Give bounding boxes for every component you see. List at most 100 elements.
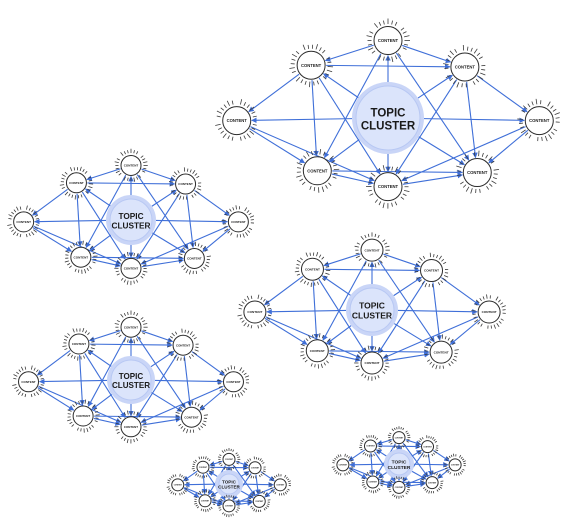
connection-line	[328, 139, 360, 163]
content-label: CONTENT	[231, 220, 246, 224]
content-node: CONTENT	[517, 98, 560, 142]
content-node: CONTENT	[114, 251, 148, 286]
connection-line	[266, 308, 347, 315]
content-node: CONTENT	[443, 453, 466, 476]
connection-line	[91, 259, 121, 268]
content-node: CONTENT	[366, 18, 410, 63]
connection-line	[402, 44, 452, 64]
content-label: CONTENT	[16, 220, 31, 224]
content-node: CONTENT	[416, 435, 439, 458]
content-label: CONTENT	[124, 425, 138, 429]
content-node: CONTENT	[354, 232, 390, 268]
connection-line	[151, 392, 183, 412]
connection-line	[321, 275, 351, 296]
content-node: CONTENT	[191, 456, 215, 479]
connection-line	[329, 349, 430, 355]
connection-line	[183, 487, 200, 498]
content-label: CONTENT	[187, 257, 202, 261]
connection-line	[183, 356, 193, 407]
content-node: CONTENT	[365, 165, 410, 209]
content-node: CONTENT	[443, 44, 486, 88]
hub-label-line1: TOPIC	[371, 107, 406, 119]
connection-line	[332, 169, 463, 176]
connection-line	[84, 353, 126, 418]
connection-line	[324, 267, 421, 274]
content-node: CONTENT	[237, 294, 272, 329]
connection-line	[466, 81, 478, 159]
connection-line	[488, 129, 529, 164]
connection-line	[37, 387, 75, 411]
connection-line	[186, 194, 196, 249]
content-label: CONTENT	[69, 181, 84, 185]
connection-line	[383, 253, 421, 268]
content-node: CONTENT	[294, 252, 331, 288]
connection-line	[81, 191, 126, 260]
connection-line	[423, 117, 525, 124]
hub-label-line1: TOPIC	[118, 212, 143, 221]
content-label: CONTENT	[529, 118, 550, 123]
content-label: CONTENT	[227, 118, 248, 123]
connection-line	[32, 227, 72, 252]
connection-line	[89, 342, 173, 348]
content-node: CONTENT	[387, 476, 411, 499]
connection-line	[393, 276, 422, 297]
connection-line	[397, 308, 478, 315]
connection-line	[326, 63, 451, 70]
content-node: CONTENT	[300, 333, 336, 369]
connection-line	[323, 73, 359, 99]
content-node: CONTENT	[423, 334, 459, 370]
hub-circle	[218, 473, 240, 495]
connection-line	[183, 470, 198, 482]
connection-line	[87, 349, 112, 367]
content-node: CONTENT	[59, 166, 94, 200]
connection-line	[318, 77, 381, 175]
connection-line	[141, 258, 185, 268]
connection-line	[437, 468, 450, 479]
content-label: CONTENT	[434, 350, 449, 354]
content-node: CONTENT	[12, 365, 44, 398]
connection-line	[234, 486, 274, 504]
connection-line	[328, 352, 361, 363]
connection-line	[331, 173, 374, 185]
connection-line	[79, 354, 85, 406]
content-label: CONTENT	[378, 38, 399, 43]
content-label: CONTENT	[247, 310, 262, 314]
content-label: CONTENT	[176, 343, 190, 347]
connection-line	[155, 218, 228, 225]
connection-line	[136, 354, 178, 418]
content-label: CONTENT	[423, 446, 432, 448]
connection-line	[323, 53, 382, 159]
connection-line	[136, 336, 186, 409]
content-node: CONTENT	[166, 473, 189, 496]
connection-line	[191, 351, 226, 376]
content-label: CONTENT	[428, 482, 437, 484]
content-node: CONTENT	[221, 205, 255, 238]
content-label: CONTENT	[395, 487, 404, 489]
connection-line	[232, 464, 256, 497]
connection-line	[323, 253, 361, 267]
connection-line	[402, 172, 464, 185]
content-label: CONTENT	[276, 484, 284, 486]
connection-line	[87, 336, 127, 407]
connection-line	[349, 461, 385, 468]
content-label: CONTENT	[199, 467, 207, 469]
content-node: CONTENT	[114, 148, 148, 182]
content-label: CONTENT	[226, 380, 240, 384]
connection-line	[393, 323, 432, 347]
connection-line	[87, 181, 176, 187]
connection-line	[405, 439, 422, 446]
content-node: CONTENT	[175, 400, 209, 434]
content-label: CONTENT	[339, 465, 348, 467]
content-node: CONTENT	[215, 99, 257, 141]
connection-line	[141, 168, 176, 182]
connection-line	[264, 317, 308, 345]
connection-line	[378, 472, 387, 479]
connection-line	[38, 378, 108, 385]
content-node: CONTENT	[217, 448, 241, 471]
content-node: CONTENT	[114, 310, 148, 344]
connection-line	[91, 393, 113, 410]
content-node: CONTENT	[64, 240, 98, 274]
content-label: CONTENT	[124, 267, 139, 271]
connection-line	[248, 73, 300, 113]
